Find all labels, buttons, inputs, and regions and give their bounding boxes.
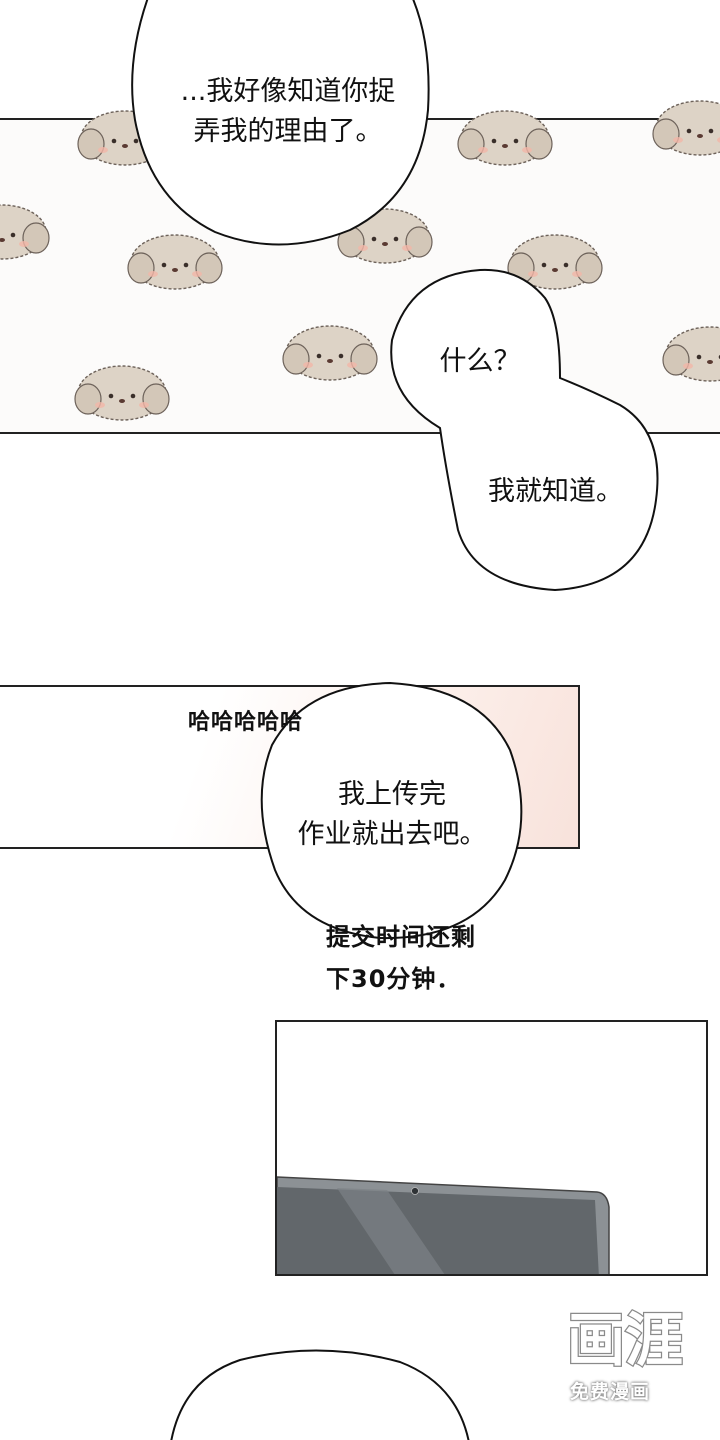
bubble-what-knew-shape [390, 268, 659, 592]
webcam-icon [411, 1187, 419, 1195]
bubble-what-text: 什么？ [439, 346, 521, 377]
bubble-top-shape [131, 0, 430, 246]
watermark-logo-text: 画涯 [567, 1306, 683, 1374]
bubble-upload-shape [260, 681, 523, 940]
panel-laptop [275, 1020, 708, 1276]
time-remaining-caption: 提交时间还剩 下30分钟． [326, 923, 476, 993]
laugh-sfx: 哈哈哈哈哈 [188, 710, 304, 735]
watermark-logo: 画涯 [566, 1305, 685, 1376]
bubble-top-text: ...我好像知道你捉 弄我的理由了。 [180, 76, 396, 147]
laptop-illustration [277, 1176, 610, 1274]
bubble-knew-text: 我就知道。 [488, 476, 623, 507]
bubble-upload-text: 我上传完 作业就出去吧。 [297, 779, 487, 850]
bubble-bottom-shape [170, 1349, 470, 1440]
watermark-subtitle: 免费漫画 [570, 1381, 651, 1403]
